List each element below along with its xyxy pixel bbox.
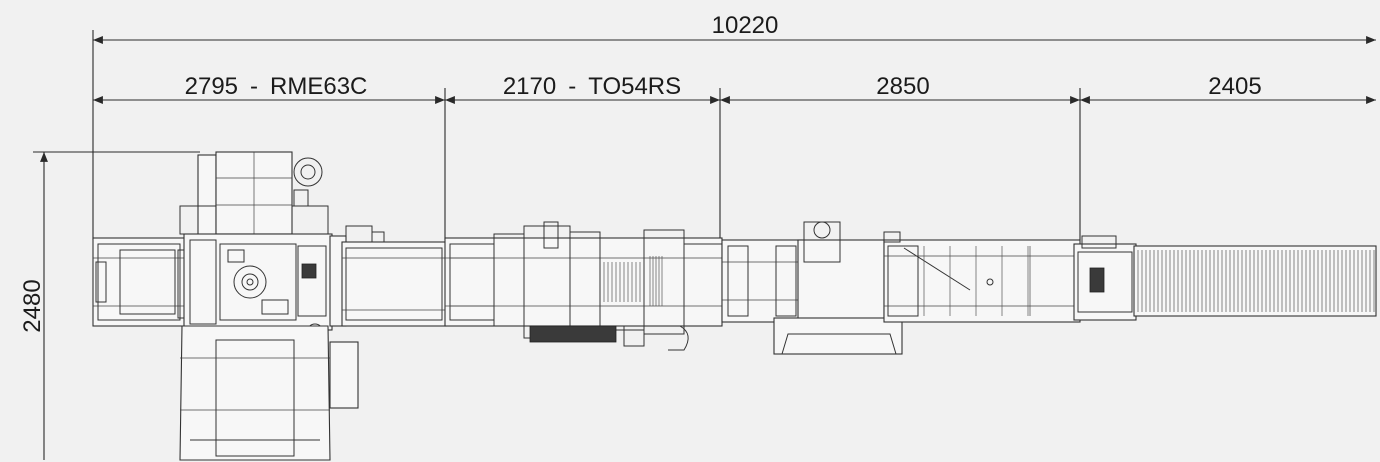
segment-1-label: 2795-RME63C [185,73,368,100]
machine-section-2850-ribs [923,246,1029,316]
segment-2-model: TO54RS [588,73,681,100]
segment-2-value: 2170 [503,73,556,100]
machine-to54rs-ribs [603,256,663,306]
dimension-overall: 10220 [92,12,1376,240]
segment-4-label: 2405 [1208,73,1261,100]
segment-1-value: 2795 [185,73,238,100]
height-label: 2480 [19,279,46,332]
dimension-segments: 2795-RME63C 2170-TO54RS 2850 2405 [93,73,1376,240]
machine-rme63c [92,151,447,461]
dimension-height: 2480 [19,151,200,460]
machine-section-2850 [721,221,1081,355]
segment-3-label: 2850 [876,73,929,100]
segment-1-model: RME63C [270,73,367,100]
overall-length-label: 10220 [712,12,779,39]
machine-section-2405 [1073,235,1377,321]
segment-2-separator: - [568,73,576,100]
segment-2-label: 2170-TO54RS [503,73,681,100]
machine-to54rs [444,221,723,351]
outfeed-conveyor-slats [1137,250,1375,312]
segment-1-separator: - [250,73,258,100]
